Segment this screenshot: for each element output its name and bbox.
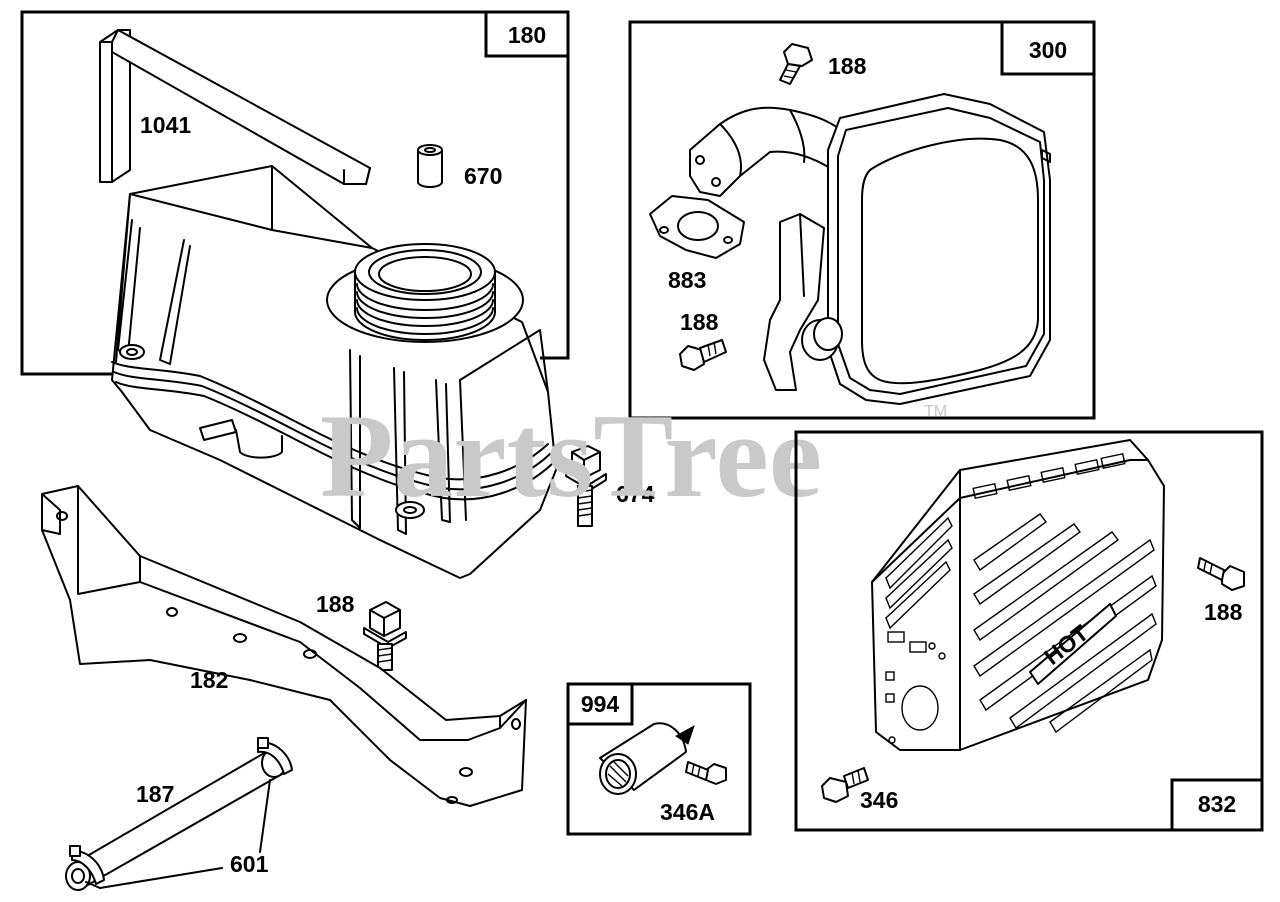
- part-1041-bracket[interactable]: [99, 29, 371, 185]
- label-346a: 346A: [660, 799, 715, 825]
- label-670: 670: [464, 163, 502, 189]
- watermark: PartsTree TM: [320, 389, 947, 522]
- part-188-screw-bracket[interactable]: [363, 601, 407, 671]
- part-182-bracket[interactable]: [41, 485, 527, 807]
- part-674-screw[interactable]: [565, 445, 607, 527]
- fuel-tank-kit-frame: 180: [20, 10, 570, 376]
- box-180-label: 180: [508, 22, 546, 48]
- leader-601-c: [85, 881, 101, 889]
- label-187: 187: [136, 781, 174, 807]
- fuel-tank[interactable]: [111, 165, 557, 579]
- label-188-guard: 188: [1204, 599, 1243, 625]
- label-1041: 1041: [140, 112, 191, 138]
- label-188-muffler-bottom: 188: [680, 309, 719, 335]
- muffler-kit-frame: 300: [628, 20, 1096, 420]
- part-188-screw-muffler-top[interactable]: [779, 43, 813, 85]
- label-601: 601: [230, 851, 269, 877]
- label-188-bracket: 188: [316, 591, 355, 617]
- part-188-screw-muffler-bottom[interactable]: [679, 339, 727, 371]
- box-832-label: 832: [1198, 791, 1236, 817]
- watermark-trademark: TM: [924, 403, 947, 420]
- spark-arrestor[interactable]: [599, 722, 695, 795]
- muffler-guard[interactable]: HOT: [871, 439, 1165, 751]
- part-883-gasket[interactable]: [649, 195, 745, 259]
- guard-kit-frame: 832: [794, 430, 1264, 832]
- spark-arrestor-kit-frame: 994: [566, 682, 752, 836]
- part-601-clamp[interactable]: [69, 737, 293, 885]
- label-883: 883: [668, 267, 706, 293]
- label-674: 674: [616, 481, 655, 507]
- part-346a-screw[interactable]: [685, 761, 727, 785]
- part-188-screw-guard[interactable]: [1197, 557, 1245, 591]
- label-346: 346: [860, 787, 898, 813]
- muffler[interactable]: [689, 93, 1051, 405]
- leader-601-a: [259, 779, 271, 853]
- part-346-screw[interactable]: [821, 767, 869, 803]
- watermark-text: PartsTree: [320, 389, 822, 522]
- label-188-muffler-top: 188: [828, 53, 867, 79]
- box-300-label: 300: [1029, 37, 1067, 63]
- part-670-bushing[interactable]: [417, 144, 443, 188]
- box-994-label: 994: [581, 691, 620, 717]
- label-182: 182: [190, 667, 228, 693]
- leader-601-b: [99, 867, 223, 889]
